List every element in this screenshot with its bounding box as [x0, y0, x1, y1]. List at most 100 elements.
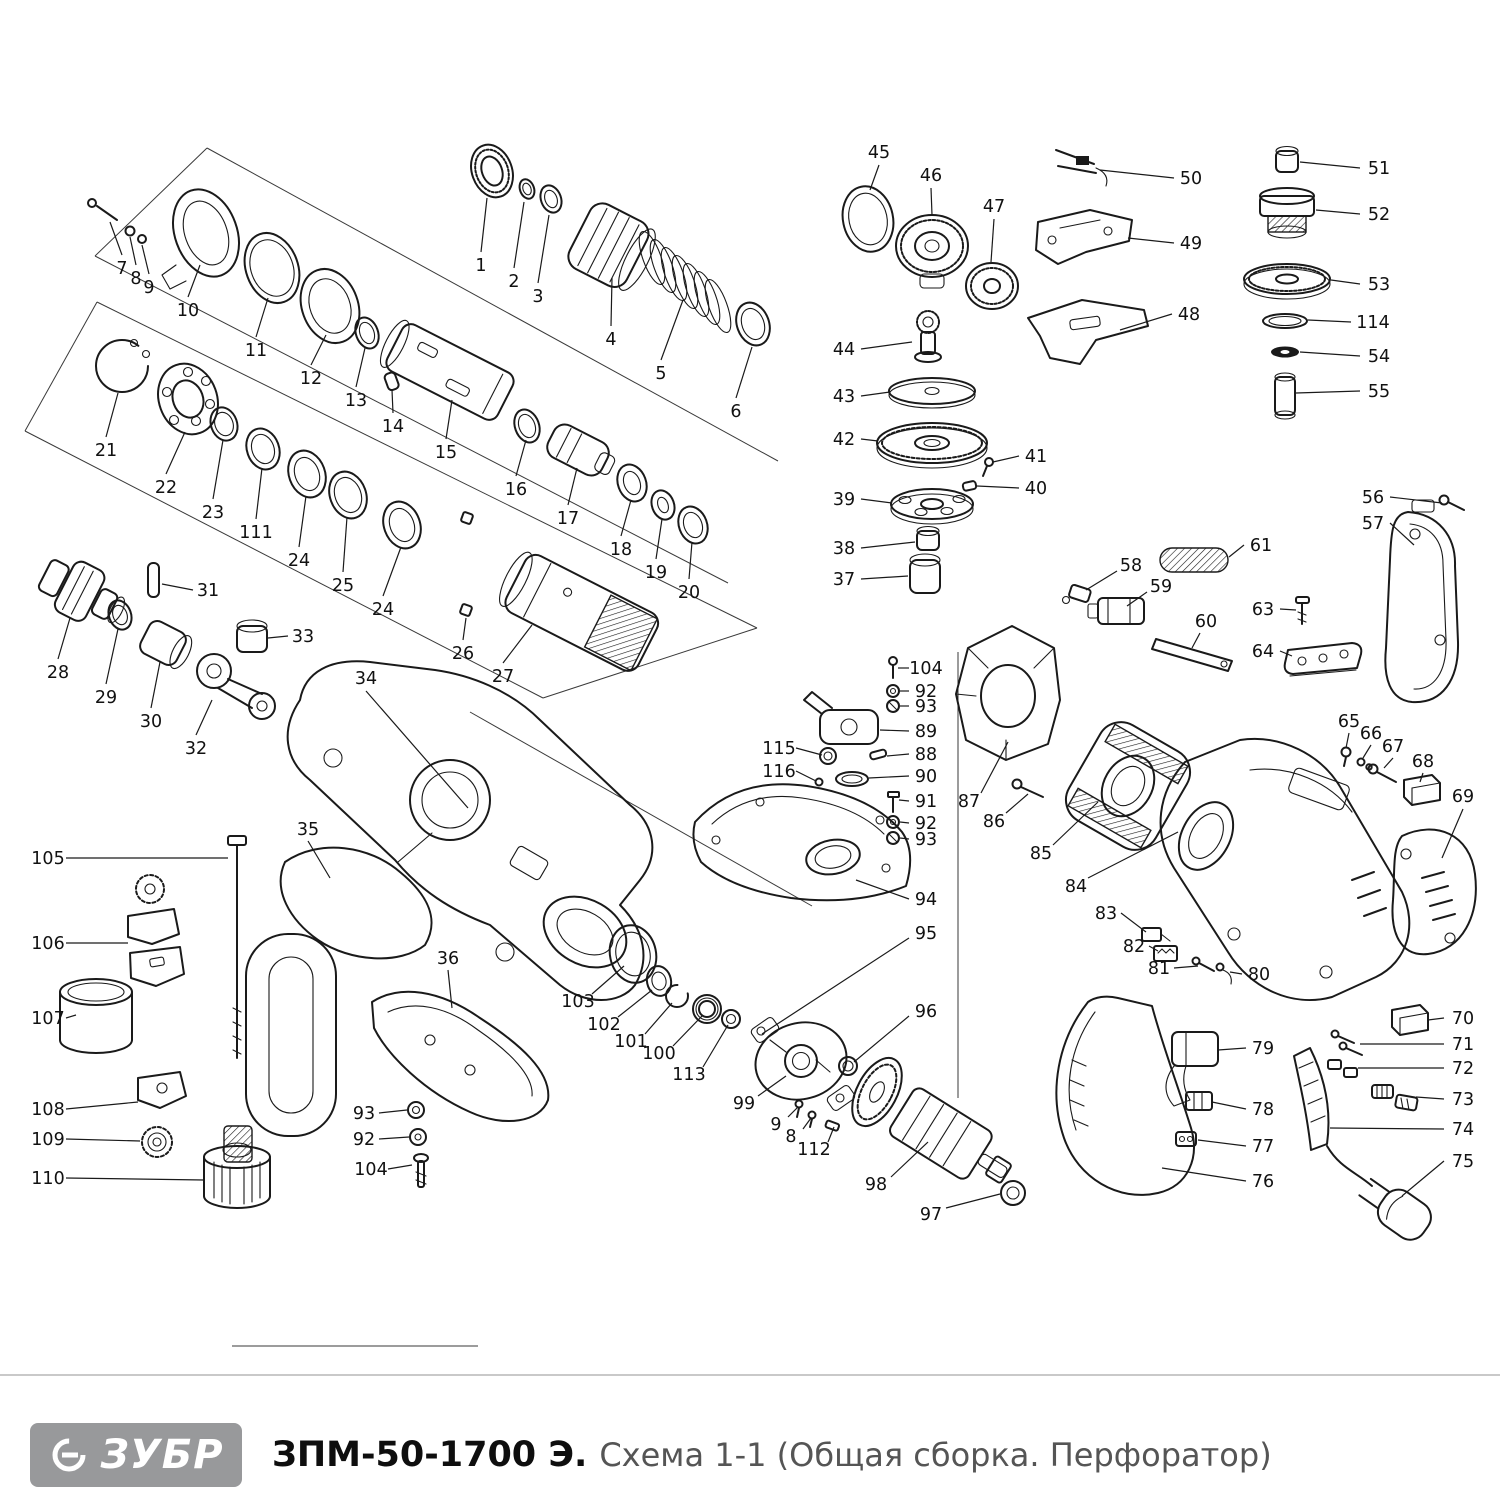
- part-label-92: 92: [353, 1130, 375, 1150]
- part-label-44: 44: [833, 340, 855, 360]
- part-89-mode-knob: [803, 691, 879, 745]
- leader-line-101: [644, 1002, 673, 1035]
- part-label-20: 20: [678, 583, 700, 603]
- part-label-104: 104: [909, 659, 942, 679]
- part-label-87: 87: [958, 792, 980, 812]
- part-17-striker: [546, 423, 616, 477]
- part-label-22: 22: [155, 478, 177, 498]
- leader-line-53: [1330, 279, 1361, 285]
- part-label-74: 74: [1452, 1120, 1474, 1140]
- leader-line-60: [1191, 632, 1201, 649]
- leader-line-9: [787, 1106, 799, 1118]
- leader-line-36: [447, 969, 453, 1009]
- leader-line-9: [141, 244, 150, 275]
- part-37-sleeve: [909, 553, 941, 594]
- part-53-gear-disc: [1243, 263, 1331, 300]
- parts-80-83-brush-set: [1141, 927, 1232, 985]
- part-6-ring: [735, 301, 771, 347]
- part-31-pin: [147, 562, 160, 598]
- part-label-114: 114: [1356, 313, 1389, 333]
- part-102-washer: [645, 965, 673, 997]
- part-label-5: 5: [655, 364, 666, 384]
- part-99-bearing-plate: [750, 1017, 856, 1111]
- brand-logo: ЗУБР: [30, 1423, 242, 1487]
- part-label-50: 50: [1180, 169, 1202, 189]
- leader-line-100: [672, 1015, 703, 1047]
- leader-line-24: [382, 546, 402, 597]
- model-number: ЗПМ-50-1700 Э.: [272, 1435, 588, 1475]
- parts-91-92-93-screwset-bottom: [886, 791, 900, 845]
- part-18-ring: [616, 463, 648, 503]
- part-1-bearing-ring: [470, 143, 514, 199]
- leader-line-4: [610, 277, 613, 327]
- leader-line-35: [307, 840, 331, 879]
- part-label-49: 49: [1180, 234, 1202, 254]
- part-label-21: 21: [95, 441, 117, 461]
- part-38-sleeve: [916, 525, 940, 551]
- part-27-barrel: [499, 551, 660, 672]
- leader-line-77: [1197, 1139, 1247, 1147]
- part-20-ring: [677, 505, 709, 545]
- part-label-101: 101: [614, 1032, 647, 1052]
- leader-line-40: [976, 485, 1020, 489]
- part-label-68: 68: [1412, 752, 1434, 772]
- leader-line-27: [502, 624, 533, 664]
- leader-line-28: [57, 617, 71, 660]
- leader-line-25: [342, 516, 348, 573]
- part-label-24: 24: [372, 600, 394, 620]
- part-label-36: 36: [437, 949, 459, 969]
- part-label-82: 82: [1123, 937, 1145, 957]
- leader-line-115: [795, 747, 823, 756]
- leader-line-8: [802, 1117, 812, 1130]
- part-label-106: 106: [31, 934, 64, 954]
- leader-line-76: [1161, 1167, 1247, 1182]
- part-label-23: 23: [202, 503, 224, 523]
- leader-line-44: [860, 341, 913, 350]
- part-32-crank: [196, 653, 276, 720]
- part-28-chuck: [37, 559, 126, 624]
- leader-line-63: [1279, 608, 1297, 611]
- part-4-knob: [567, 202, 656, 291]
- part-34-housing: [286, 660, 654, 1001]
- part-98-armature: [851, 1057, 1012, 1184]
- part-label-12: 12: [300, 369, 322, 389]
- leader-line-111: [255, 467, 263, 520]
- part-69-vented-cover: [1391, 828, 1477, 956]
- leader-line-73: [1415, 1096, 1445, 1100]
- leader-line-93: [378, 1109, 408, 1114]
- leader-line-90: [868, 775, 910, 779]
- part-label-7: 7: [116, 259, 127, 279]
- leader-line-37: [860, 575, 909, 580]
- part-label-110: 110: [31, 1169, 64, 1189]
- part-87-baffle: [955, 625, 1061, 761]
- leader-line-67: [1383, 757, 1394, 769]
- part-label-83: 83: [1095, 904, 1117, 924]
- part-label-92: 92: [915, 682, 937, 702]
- part-label-8: 8: [130, 269, 141, 289]
- part-96-o-ring: [838, 1056, 858, 1076]
- parts-88-90-115-116-detent: [814, 747, 888, 787]
- part-label-86: 86: [983, 812, 1005, 832]
- part-58-pin: [1061, 583, 1092, 605]
- leader-line-24: [298, 495, 307, 548]
- part-label-53: 53: [1368, 275, 1390, 295]
- part-label-92: 92: [915, 814, 937, 834]
- part-101-snap-ring: [665, 984, 689, 1008]
- part-56-screw: [1438, 494, 1465, 511]
- part-label-8: 8: [785, 1127, 796, 1147]
- part-label-71: 71: [1452, 1035, 1474, 1055]
- leader-line-86: [1005, 793, 1029, 814]
- leader-line-50: [1099, 169, 1175, 179]
- part-label-31: 31: [197, 581, 219, 601]
- leader-line-14: [391, 389, 394, 414]
- part-label-17: 17: [557, 509, 579, 529]
- leader-line-26: [462, 617, 467, 641]
- leader-line-92: [899, 821, 910, 824]
- leader-line-109: [65, 1138, 141, 1142]
- leader-line-97: [945, 1193, 1001, 1209]
- part-22-bearing: [157, 362, 219, 436]
- part-label-108: 108: [31, 1100, 64, 1120]
- part-label-94: 94: [915, 890, 937, 910]
- part-75-power-plug: [1326, 1145, 1432, 1241]
- part-label-90: 90: [915, 767, 937, 787]
